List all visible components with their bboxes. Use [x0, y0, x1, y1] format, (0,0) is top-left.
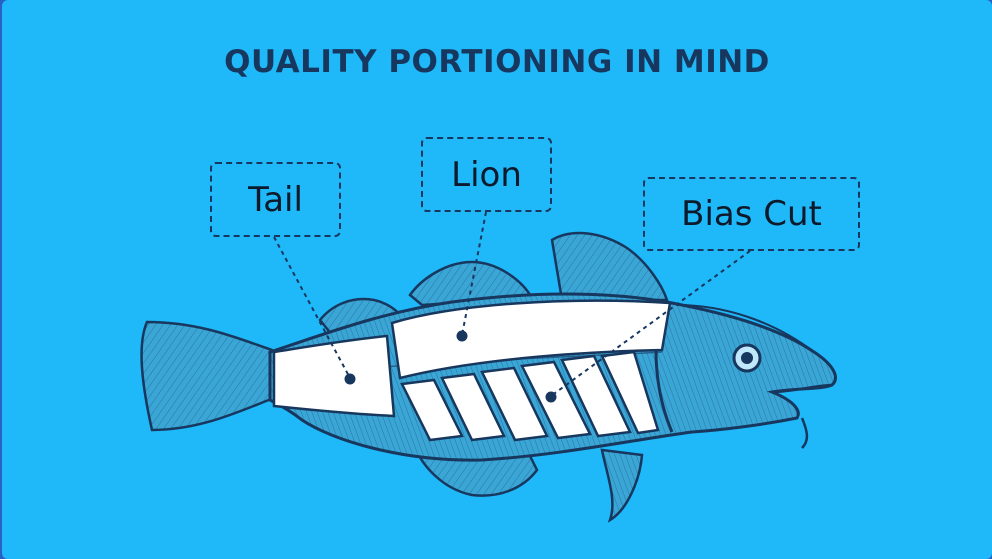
- lion-dot: [456, 330, 468, 342]
- page-title: QUALITY PORTIONING IN MIND: [224, 44, 770, 80]
- barbel: [800, 417, 809, 449]
- loin-label: Lion: [421, 137, 552, 212]
- mouth-line: [771, 383, 833, 394]
- bias-cut-piece: [480, 366, 549, 442]
- bias-cut-piece: [400, 378, 464, 442]
- tail-dot: [344, 373, 356, 385]
- tail-cut: [272, 334, 396, 418]
- head-outline: [676, 304, 815, 353]
- tail-label-text: Tail: [248, 179, 303, 220]
- bias-cut-piece: [440, 372, 506, 442]
- bias-cut-label-text: Bias Cut: [681, 194, 822, 234]
- tail-leader: [273, 236, 351, 379]
- bias-cut-label: Bias Cut: [643, 177, 860, 251]
- bias-cut-piece: [520, 360, 592, 440]
- lion-leader: [461, 211, 487, 336]
- tail-label: Tail: [210, 162, 341, 237]
- bias-cut-piece: [600, 350, 660, 435]
- bias-dot: [545, 391, 557, 403]
- loin-label-text: Lion: [451, 154, 522, 195]
- bias-leader: [550, 250, 751, 397]
